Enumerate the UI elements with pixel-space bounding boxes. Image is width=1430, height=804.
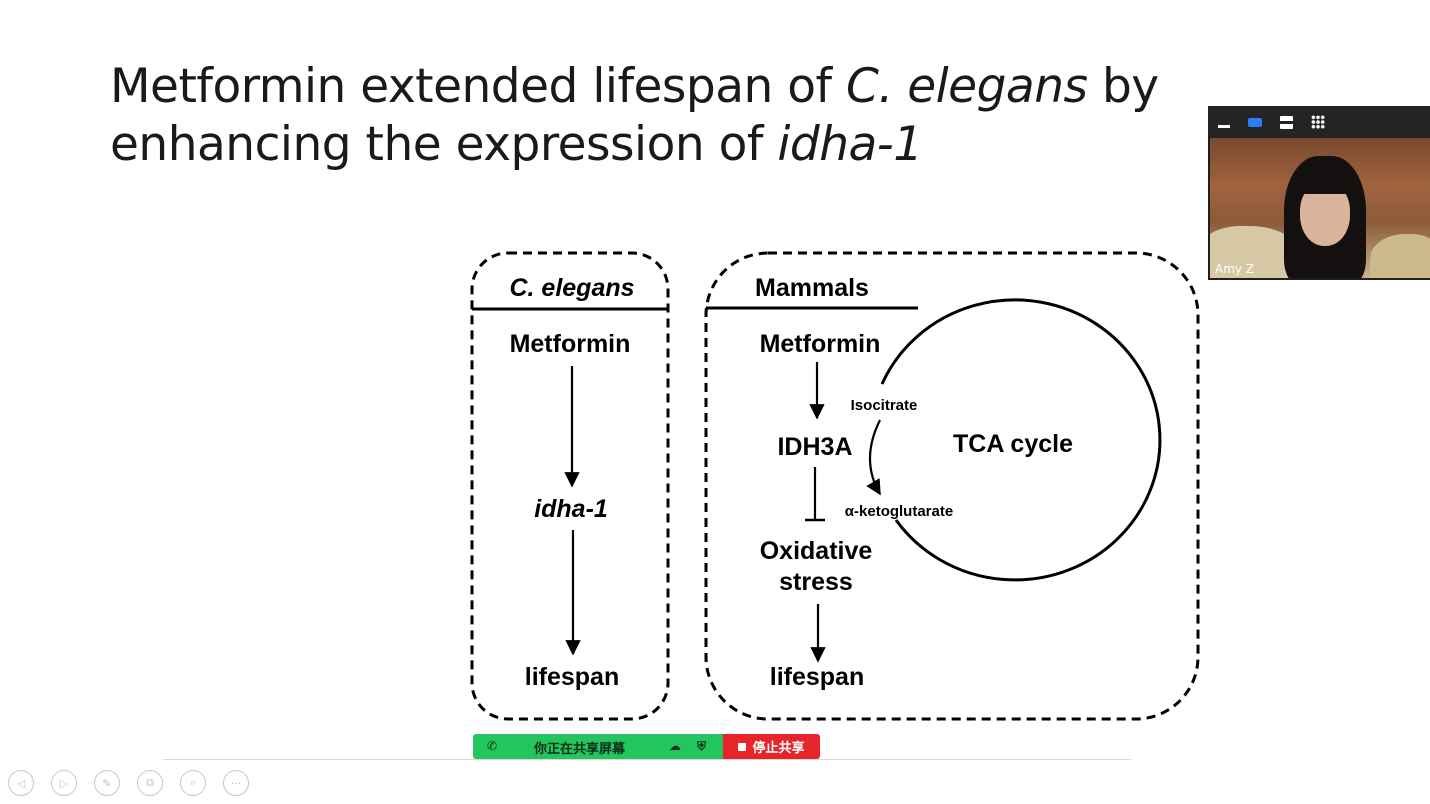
speaker-view-icon[interactable]: [1248, 117, 1262, 127]
mammals-node-metformin: Metformin: [760, 330, 881, 358]
cloud-icon: ☁: [669, 739, 681, 753]
share-status-area[interactable]: ✆ 你正在共享屏幕 ☁ ⛨: [473, 734, 723, 759]
isocitrate-label: Isocitrate: [851, 397, 918, 414]
gallery-view-icon[interactable]: [1311, 115, 1325, 129]
mammals-node-oxidative: Oxidative: [760, 537, 873, 565]
title-gene: idha-1: [777, 117, 923, 172]
tca-cycle-circle: [880, 298, 1162, 582]
phone-icon: ✆: [487, 739, 498, 753]
elegans-panel-border: [470, 251, 670, 721]
title-text-1: Metformin extended lifespan of: [110, 59, 846, 114]
video-toolbar: [1208, 106, 1430, 138]
pen-icon[interactable]: ✎: [94, 770, 120, 796]
strip-view-icon[interactable]: [1280, 115, 1293, 129]
elegans-node-idha1: idha-1: [534, 495, 608, 523]
slide-bottom-rule: [163, 759, 1131, 760]
stop-icon: [738, 742, 747, 751]
slide-title: Metformin extended lifespan of C. elegan…: [110, 58, 1190, 174]
arrow-isocitrate-akg: [866, 419, 881, 496]
presenter-nav: ◁ ▷ ✎ ⧉ ⌕ ···: [8, 770, 249, 796]
screen-share-banner: ✆ 你正在共享屏幕 ☁ ⛨ 停止共享: [473, 734, 820, 759]
video-tile[interactable]: Amy Z: [1208, 106, 1430, 280]
akg-label: α-ketoglutarate: [845, 503, 953, 520]
minimize-icon[interactable]: [1218, 125, 1230, 128]
prev-slide-icon[interactable]: ◁: [8, 770, 34, 796]
stop-share-label: 停止共享: [752, 741, 805, 756]
title-species: C. elegans: [846, 59, 1088, 114]
zoom-icon[interactable]: ⌕: [180, 770, 206, 796]
share-status-text: 你正在共享屏幕: [534, 742, 626, 757]
elegans-node-lifespan: lifespan: [525, 663, 619, 691]
stop-share-button[interactable]: 停止共享: [723, 734, 820, 759]
tca-cycle-label: TCA cycle: [953, 430, 1073, 458]
next-slide-icon[interactable]: ▷: [51, 770, 77, 796]
slides-overview-icon[interactable]: ⧉: [137, 770, 163, 796]
participant-name: Amy Z: [1215, 262, 1255, 276]
elegans-header: C. elegans: [509, 274, 634, 302]
mammals-header: Mammals: [755, 274, 869, 302]
mammals-node-stress: stress: [779, 568, 853, 596]
camera-feed: [1210, 138, 1430, 278]
shield-icon: ⛨: [697, 739, 707, 753]
mammals-panel-border: [704, 251, 1200, 721]
mammals-node-idh3a: IDH3A: [777, 433, 852, 461]
mammals-node-lifespan: lifespan: [770, 663, 864, 691]
more-options-icon[interactable]: ···: [223, 770, 249, 796]
title-text-2: by enhancing the expression of: [110, 59, 1159, 172]
elegans-node-metformin: Metformin: [510, 330, 631, 358]
